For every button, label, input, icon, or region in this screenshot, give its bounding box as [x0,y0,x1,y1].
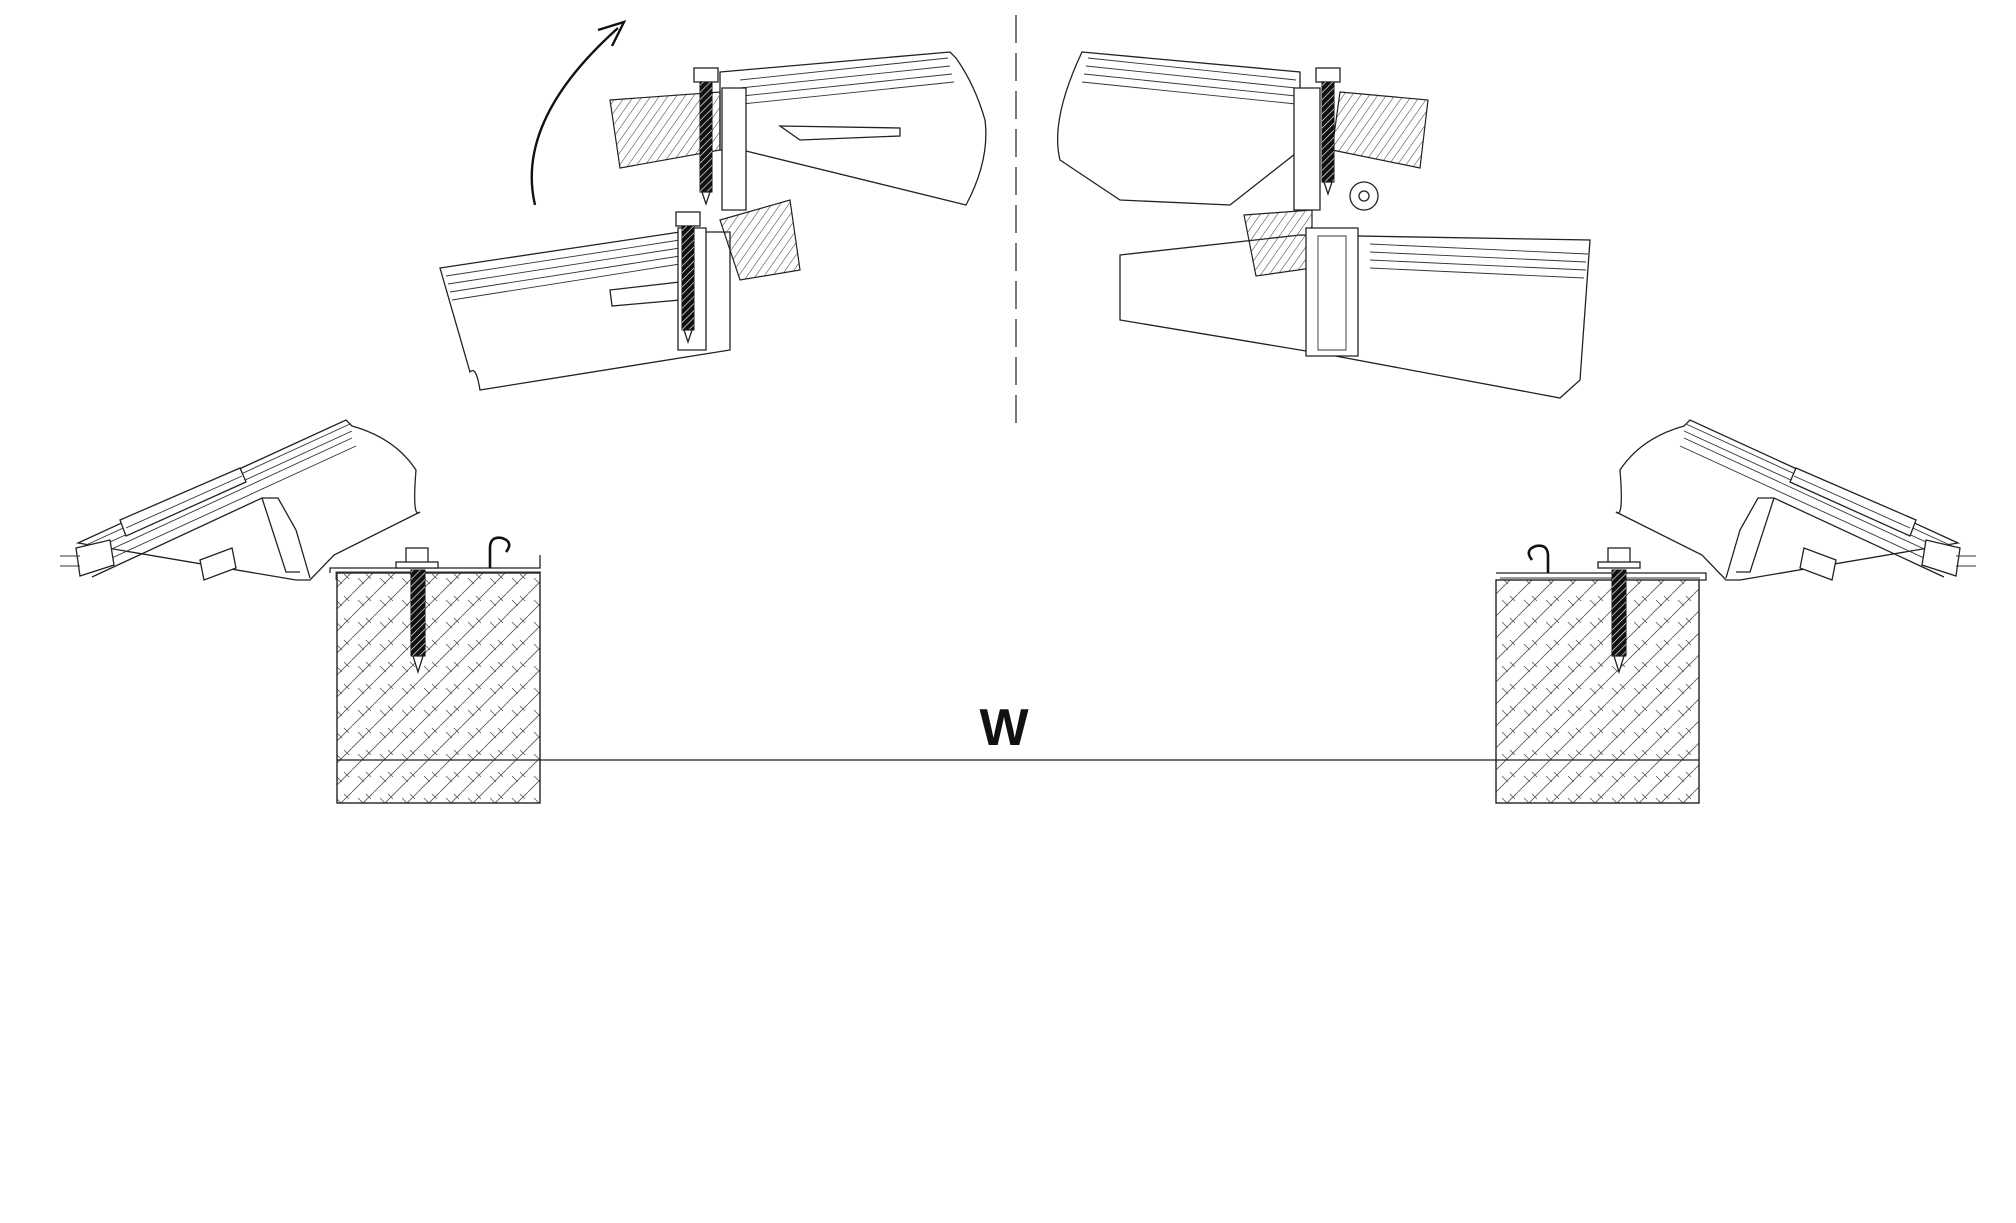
right-ridge-upper-screw [1315,67,1341,197]
opening-direction-arrow-icon [530,20,627,206]
right-kerb-screw [1597,547,1641,675]
left-ridge-lower-screw [675,211,701,345]
right-ridge-upper-panel [1057,51,1429,211]
left-eaves-panel [60,419,421,581]
left-kerb-screw [395,547,439,675]
left-ridge-upper-screw [693,67,719,207]
right-ridge-lower-panel [1119,209,1591,399]
width-dimension: W [540,699,1496,761]
right-eaves-panel [1615,419,1976,581]
width-label: W [979,699,1029,757]
right-kerb [1495,544,1707,804]
left-kerb [329,536,541,804]
left-ridge-lower-panel [439,199,801,391]
left-ridge-upper-panel [609,51,987,211]
